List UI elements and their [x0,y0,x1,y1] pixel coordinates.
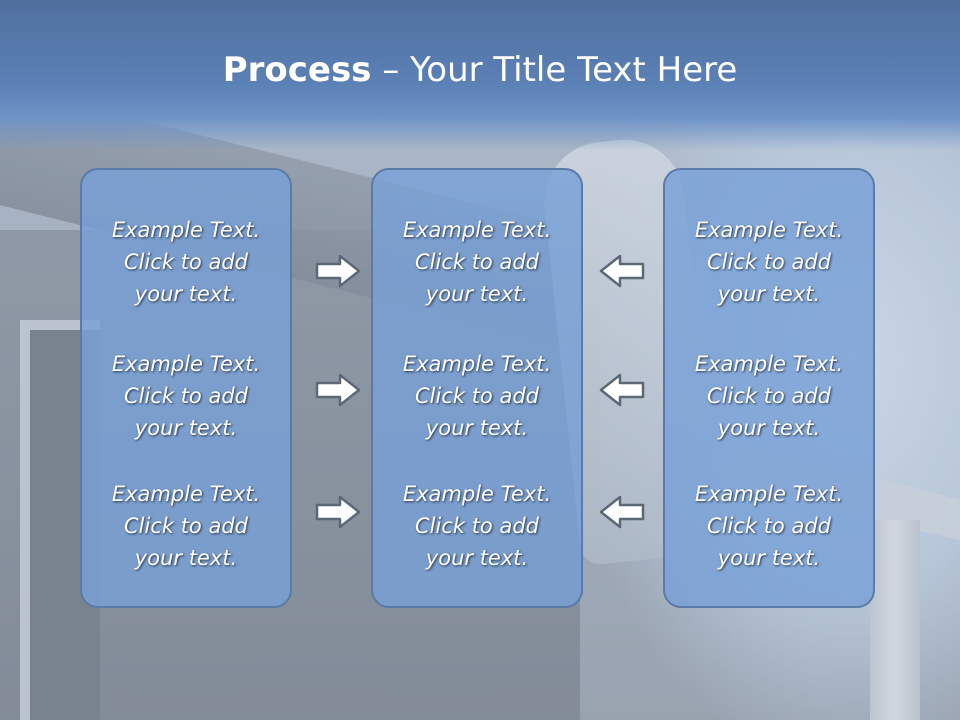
title-bar [0,0,960,150]
text-block[interactable]: Example Text. Click to add your text. [82,214,290,310]
text-block[interactable]: Example Text. Click to add your text. [665,478,873,574]
text-line: your text. [425,546,529,570]
text-block[interactable]: Example Text. Click to add your text. [665,214,873,310]
text-block[interactable]: Example Text. Click to add your text. [373,348,581,444]
text-block[interactable]: Example Text. Click to add your text. [373,478,581,574]
text-line: your text. [134,546,238,570]
slide-title[interactable]: Process – Your Title Text Here [0,50,960,90]
text-line: your text. [717,546,821,570]
text-line: your text. [134,282,238,306]
title-bold: Process [222,50,372,90]
text-block[interactable]: Example Text. Click to add your text. [82,478,290,574]
left-arrow-icon[interactable] [598,494,646,530]
text-line: your text. [425,416,529,440]
process-panel-2[interactable]: Example Text. Click to add your text. Ex… [371,168,583,608]
background-column [870,520,920,720]
text-line: Example Text. [694,218,844,242]
right-arrow-icon[interactable] [314,372,362,408]
text-line: Example Text. [402,218,552,242]
text-line: Click to add [706,514,831,538]
text-line: Click to add [414,514,539,538]
title-rest: – Your Title Text Here [371,50,738,90]
text-line: Example Text. [402,482,552,506]
text-line: your text. [134,416,238,440]
process-panel-1[interactable]: Example Text. Click to add your text. Ex… [80,168,292,608]
text-line: Example Text. [694,482,844,506]
text-line: Click to add [414,250,539,274]
text-block[interactable]: Example Text. Click to add your text. [373,214,581,310]
right-arrow-icon[interactable] [314,494,362,530]
left-arrow-icon[interactable] [598,253,646,289]
text-line: Click to add [706,250,831,274]
text-line: Click to add [123,514,248,538]
text-line: Click to add [414,384,539,408]
text-line: your text. [717,282,821,306]
text-line: Example Text. [402,352,552,376]
text-line: your text. [425,282,529,306]
text-line: Example Text. [111,218,261,242]
text-line: Example Text. [111,482,261,506]
text-line: Example Text. [111,352,261,376]
text-block[interactable]: Example Text. Click to add your text. [665,348,873,444]
text-line: Example Text. [694,352,844,376]
text-line: Click to add [123,250,248,274]
process-panel-3[interactable]: Example Text. Click to add your text. Ex… [663,168,875,608]
text-block[interactable]: Example Text. Click to add your text. [82,348,290,444]
text-line: Click to add [706,384,831,408]
right-arrow-icon[interactable] [314,253,362,289]
text-line: Click to add [123,384,248,408]
text-line: your text. [717,416,821,440]
left-arrow-icon[interactable] [598,372,646,408]
